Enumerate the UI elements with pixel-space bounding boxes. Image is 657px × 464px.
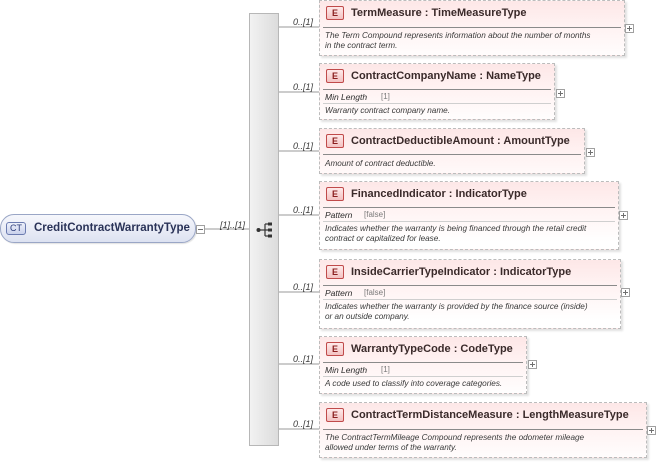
element-badge: E bbox=[326, 408, 344, 422]
element-documentation: The Term Compound represents information… bbox=[325, 31, 591, 50]
expand-toggle-icon[interactable] bbox=[621, 288, 630, 297]
element-cardinality: 0..[1] bbox=[293, 419, 314, 429]
separator bbox=[323, 285, 617, 286]
element-title: TermMeasure : TimeMeasureType bbox=[351, 7, 527, 19]
separator bbox=[323, 376, 523, 377]
element-cardinality: 0..[1] bbox=[293, 17, 314, 27]
element-badge: E bbox=[326, 134, 344, 148]
element-box-financed-indicator[interactable]: E FinancedIndicator : IndicatorType Patt… bbox=[319, 181, 619, 250]
element-box-term-measure[interactable]: E TermMeasure : TimeMeasureType The Term… bbox=[319, 0, 625, 56]
expand-toggle-icon[interactable] bbox=[556, 89, 565, 98]
element-cardinality: 0..[1] bbox=[293, 205, 314, 215]
collapse-toggle-icon[interactable] bbox=[196, 225, 205, 234]
separator bbox=[323, 429, 643, 430]
sequence-icon bbox=[256, 222, 272, 238]
facet-value: [1] bbox=[381, 92, 390, 101]
element-title: InsideCarrierTypeIndicator : IndicatorTy… bbox=[351, 266, 572, 278]
element-documentation: The ContractTermMileage Compound represe… bbox=[325, 433, 585, 452]
element-title: ContractCompanyName : NameType bbox=[351, 70, 541, 82]
element-box-contract-company-name[interactable]: E ContractCompanyName : NameType Min Len… bbox=[319, 63, 555, 120]
facet-name: Min Length bbox=[325, 92, 368, 102]
element-badge: E bbox=[326, 69, 344, 83]
facet-value: [false] bbox=[364, 210, 386, 219]
element-documentation: Indicates whether the warranty is being … bbox=[325, 224, 587, 243]
separator bbox=[323, 221, 615, 222]
element-documentation: A code used to classify into coverage ca… bbox=[325, 379, 503, 388]
element-badge: E bbox=[326, 187, 344, 201]
expand-toggle-icon[interactable] bbox=[625, 24, 634, 33]
element-box-inside-carrier-type-indicator[interactable]: E InsideCarrierTypeIndicator : Indicator… bbox=[319, 259, 621, 329]
complex-type-node[interactable]: CT CreditContractWarrantyType bbox=[0, 214, 196, 243]
element-box-warranty-type-code[interactable]: E WarrantyTypeCode : CodeType Min Length… bbox=[319, 336, 527, 394]
complex-type-badge: CT bbox=[6, 222, 26, 235]
element-title: ContractTermDistanceMeasure : LengthMeas… bbox=[351, 409, 629, 421]
separator bbox=[323, 103, 551, 104]
element-badge: E bbox=[326, 265, 344, 279]
separator bbox=[323, 207, 615, 208]
element-cardinality: 0..[1] bbox=[293, 141, 314, 151]
element-cardinality: 0..[1] bbox=[293, 354, 314, 364]
expand-toggle-icon[interactable] bbox=[528, 360, 537, 369]
element-documentation: Amount of contract deductible. bbox=[325, 159, 436, 168]
expand-toggle-icon[interactable] bbox=[647, 426, 656, 435]
element-box-contract-deductible-amount[interactable]: E ContractDeductibleAmount : AmountType … bbox=[319, 128, 585, 174]
facet-value: [false] bbox=[364, 288, 386, 297]
separator bbox=[323, 154, 581, 155]
facet-name: Pattern bbox=[325, 288, 353, 298]
complex-type-cardinality: [1]..[1] bbox=[220, 220, 246, 230]
element-cardinality: 0..[1] bbox=[293, 82, 314, 92]
element-badge: E bbox=[326, 342, 344, 356]
complex-type-name: CreditContractWarrantyType bbox=[34, 222, 190, 234]
separator bbox=[323, 299, 617, 300]
separator bbox=[323, 89, 551, 90]
element-title: FinancedIndicator : IndicatorType bbox=[351, 188, 527, 200]
expand-toggle-icon[interactable] bbox=[586, 148, 595, 157]
element-badge: E bbox=[326, 6, 344, 20]
separator bbox=[323, 362, 523, 363]
facet-value: [1] bbox=[381, 365, 390, 374]
element-cardinality: 0..[1] bbox=[293, 282, 314, 292]
element-box-contract-term-distance-measure[interactable]: E ContractTermDistanceMeasure : LengthMe… bbox=[319, 402, 647, 458]
facet-name: Min Length bbox=[325, 365, 368, 375]
element-documentation: Warranty contract company name. bbox=[325, 106, 450, 115]
element-title: WarrantyTypeCode : CodeType bbox=[351, 343, 513, 355]
expand-toggle-icon[interactable] bbox=[619, 211, 628, 220]
facet-name: Pattern bbox=[325, 210, 353, 220]
element-documentation: Indicates whether the warranty is provid… bbox=[325, 302, 588, 321]
separator bbox=[323, 27, 621, 28]
element-title: ContractDeductibleAmount : AmountType bbox=[351, 135, 570, 147]
